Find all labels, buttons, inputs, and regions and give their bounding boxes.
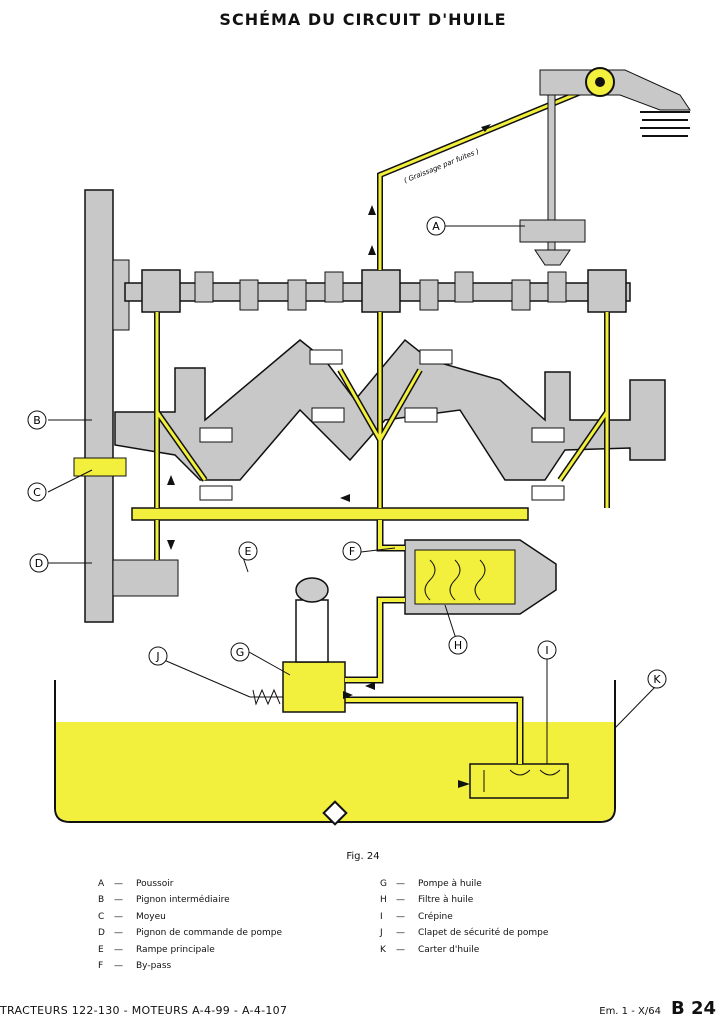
svg-text:B: B [33,414,41,427]
legend-item: D—Pignon de commande de pompe [98,928,282,939]
edition-label: Em. 1 - X/64 [599,1006,661,1017]
callout-a: A [426,216,446,236]
oil-pump [250,577,346,713]
callout-j: J [148,646,168,666]
footer-page-info: Em. 1 - X/64 B 24 [599,998,716,1019]
legend-item: B—Pignon intermédiaire [98,895,230,906]
callout-c: C [27,482,47,502]
callout-e: E [238,541,258,561]
drain-plug [322,800,348,826]
footer-models: TRACTEURS 122-130 - MOTEURS A-4-99 - A-4… [0,1004,288,1017]
legend-item: K—Carter d'huile [380,944,480,955]
callouts: A B C D E F G H I J K [27,216,667,689]
legend-item: A—Poussoir [98,879,174,889]
oil-lines [154,82,610,560]
legend-item: C—Moyeu [98,911,166,922]
legend-item: E—Rampe principale [98,944,215,955]
crankshaft [114,338,666,501]
svg-text:I: I [545,644,548,657]
legend-left: A—Poussoir B—Pignon intermédiaire C—Moye… [98,876,348,974]
legend-right: G—Pompe à huile H—Filtre à huile I—Crépi… [380,876,660,958]
callout-h: H [448,635,468,655]
legend-item: I—Crépine [380,911,453,922]
callout-b: B [27,410,47,430]
svg-text:J: J [155,650,159,663]
svg-text:K: K [653,673,661,686]
svg-text:F: F [349,545,355,558]
callout-leaders [47,225,658,764]
camshaft [124,269,631,313]
oil-circuit-diagram: A B C D E F G H I J K ( Graissage par fu… [27,67,691,826]
callout-f: F [342,541,362,561]
svg-text:G: G [236,646,245,659]
legend-item: H—Filtre à huile [380,895,474,906]
legend-item: F—By-pass [98,961,172,972]
page-number: B 24 [670,998,716,1019]
figure-caption: Fig. 24 [346,851,380,862]
legend-item: J—Clapet de sécurité de pompe [380,928,549,939]
strainer [345,696,569,799]
callout-i: I [537,640,557,660]
svg-text:A: A [432,220,440,233]
rocker-assembly [519,67,691,266]
svg-text:E: E [245,545,252,558]
page-title: SCHÉMA DU CIRCUIT D'HUILE [219,10,507,29]
svg-text:C: C [33,486,41,499]
svg-text:D: D [35,557,43,570]
callout-g: G [230,642,250,662]
main-gallery [131,507,529,552]
legend-item: G—Pompe à huile [380,879,482,889]
callout-d: D [29,553,49,573]
lubrication-note: ( Graissage par fuites ) [403,147,481,185]
callout-k: K [647,669,667,689]
flow-arrows [167,124,491,788]
svg-text:H: H [454,639,462,652]
timing-gears [73,189,179,623]
oil-filter [345,539,557,684]
